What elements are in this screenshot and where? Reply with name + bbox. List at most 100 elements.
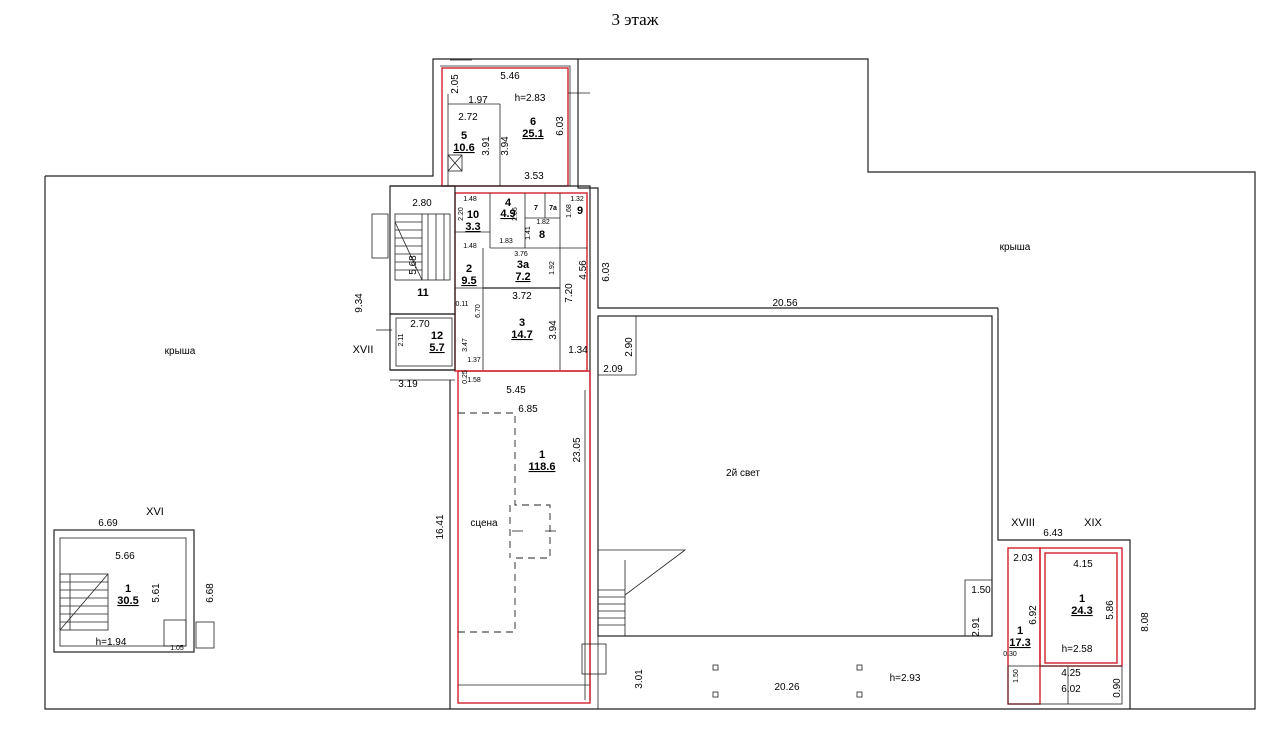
right-rooms: [1007, 539, 1123, 705]
dim: 6.03: [555, 116, 566, 136]
room-7a-num: 7а: [549, 205, 557, 212]
dim: 2.90: [624, 337, 635, 357]
dim: 5.46: [500, 71, 520, 82]
dim: 3.01: [634, 669, 645, 689]
dim: 20.26: [774, 682, 799, 693]
dim: 5.61: [151, 583, 162, 603]
room-6-num: 6: [530, 116, 536, 128]
room-1-num: 1: [539, 449, 545, 461]
roof-left-label: крыша: [165, 346, 196, 357]
dim: 3.72: [512, 291, 532, 302]
room-1-right-num: 1: [1079, 593, 1085, 605]
room-12-area: 5.7: [429, 342, 444, 354]
stage-label: сцена: [470, 518, 498, 529]
dim: 3.94: [548, 320, 559, 340]
floor-title: 3 этаж: [612, 10, 659, 29]
dim: 3.19: [398, 379, 418, 390]
dim: 6.92: [1028, 605, 1039, 625]
height-bottom: h=2.93: [890, 673, 921, 684]
dim: 2.66: [512, 207, 519, 221]
room-1-left-num: 1: [125, 583, 131, 595]
dim: 4.15: [1073, 559, 1093, 570]
room-1-right-area: 24.3: [1071, 605, 1092, 617]
dim: 5.86: [1105, 600, 1116, 620]
dim: 1.48: [463, 243, 477, 250]
dim: 0.90: [1112, 678, 1123, 698]
dim: 1.48: [463, 196, 477, 203]
axis-xvi: XVI: [146, 506, 164, 518]
dim: 1.68: [566, 204, 573, 218]
dim: 23.05: [572, 437, 583, 462]
dim: 4.25: [1061, 668, 1081, 679]
dim: 3.91: [481, 136, 492, 156]
dim: 6.70: [475, 304, 482, 318]
dim: 2.70: [410, 319, 430, 330]
dim: 20.56: [772, 298, 797, 309]
dim: 2.91: [971, 617, 982, 637]
height-labels: h=2.83 h=1.94 h=2.58 h=2.93: [96, 93, 1093, 684]
room-1-area: 118.6: [529, 461, 556, 473]
dim: 3.94: [500, 136, 511, 156]
dim: 6.02: [1061, 684, 1081, 695]
dim: 5.66: [115, 551, 135, 562]
room-8-num: 8: [539, 229, 545, 241]
room-9-num: 9: [577, 205, 583, 217]
axis-labels: XVI XVII XVIII XIX: [146, 344, 1102, 529]
dim: 16.41: [435, 514, 446, 539]
hall-block: [449, 370, 599, 709]
dim: 0.25: [462, 370, 469, 384]
room-5-area: 10.6: [453, 142, 474, 154]
dim: 2.03: [1013, 553, 1033, 564]
stair-left: [59, 573, 109, 631]
dim: 1.37: [467, 357, 481, 364]
dim: 1.34: [568, 345, 588, 356]
room-1-mid-area: 17.3: [1009, 637, 1030, 649]
dim: 1.82: [536, 219, 550, 226]
room-3-num: 3: [519, 317, 525, 329]
dimension-labels: 5.46 2.05 1.97 2.72 3.91 3.94 6.03 3.53 …: [98, 71, 1151, 698]
dim: 1.32: [570, 196, 584, 203]
dim: 6.43: [1043, 528, 1063, 539]
dim: 6.85: [518, 404, 538, 415]
room-4-area: 4.9: [500, 208, 515, 220]
dim: 7.20: [564, 283, 575, 303]
dim: 2.09: [603, 364, 623, 375]
dim: 3.47: [462, 338, 469, 352]
dim: 3.53: [524, 171, 544, 182]
outer-walls: [44, 58, 1256, 710]
dim: 1.83: [499, 238, 513, 245]
room-4-num: 4: [505, 197, 512, 209]
room-1-left-area: 30.5: [117, 595, 138, 607]
area-labels: крыша крыша 2й свет сцена: [165, 242, 1031, 529]
axis-xvii: XVII: [353, 344, 374, 356]
dim: 5.68: [408, 255, 419, 275]
stair-lower: [598, 549, 687, 636]
height-top: h=2.83: [515, 93, 546, 104]
dim: 8.08: [1140, 612, 1151, 632]
second-light-label: 2й свет: [726, 468, 760, 479]
dim: 0.30: [1003, 651, 1017, 658]
room-5-num: 5: [461, 130, 467, 142]
room-6-area: 25.1: [522, 128, 543, 140]
dim: 1.05: [170, 645, 184, 652]
room-labels: 5 10.6 6 25.1 10 3.3 4 4.9 7 7а 9 8 2 9.…: [117, 116, 1092, 649]
dim: 2.72: [458, 112, 478, 123]
second-light-block: [581, 308, 1131, 709]
dim: 5.45: [506, 385, 526, 396]
dim: 3.76: [514, 251, 528, 258]
dim: 6.03: [601, 262, 612, 282]
dim: 2.80: [412, 198, 432, 209]
room-1-mid-num: 1: [1017, 625, 1023, 637]
dim: 1.50: [971, 585, 991, 596]
dim: 1.50: [1013, 669, 1020, 683]
dim: 6.68: [205, 583, 216, 603]
room-11-num: 11: [417, 287, 429, 299]
dim: 2.05: [450, 74, 461, 94]
dim: 2.11: [398, 333, 405, 346]
room-2-area: 9.5: [461, 275, 476, 287]
room-3a-area: 7.2: [515, 271, 530, 283]
central-block: [371, 185, 591, 700]
room-3a-num: 3а: [517, 259, 530, 271]
room-10-area: 3.3: [465, 221, 480, 233]
